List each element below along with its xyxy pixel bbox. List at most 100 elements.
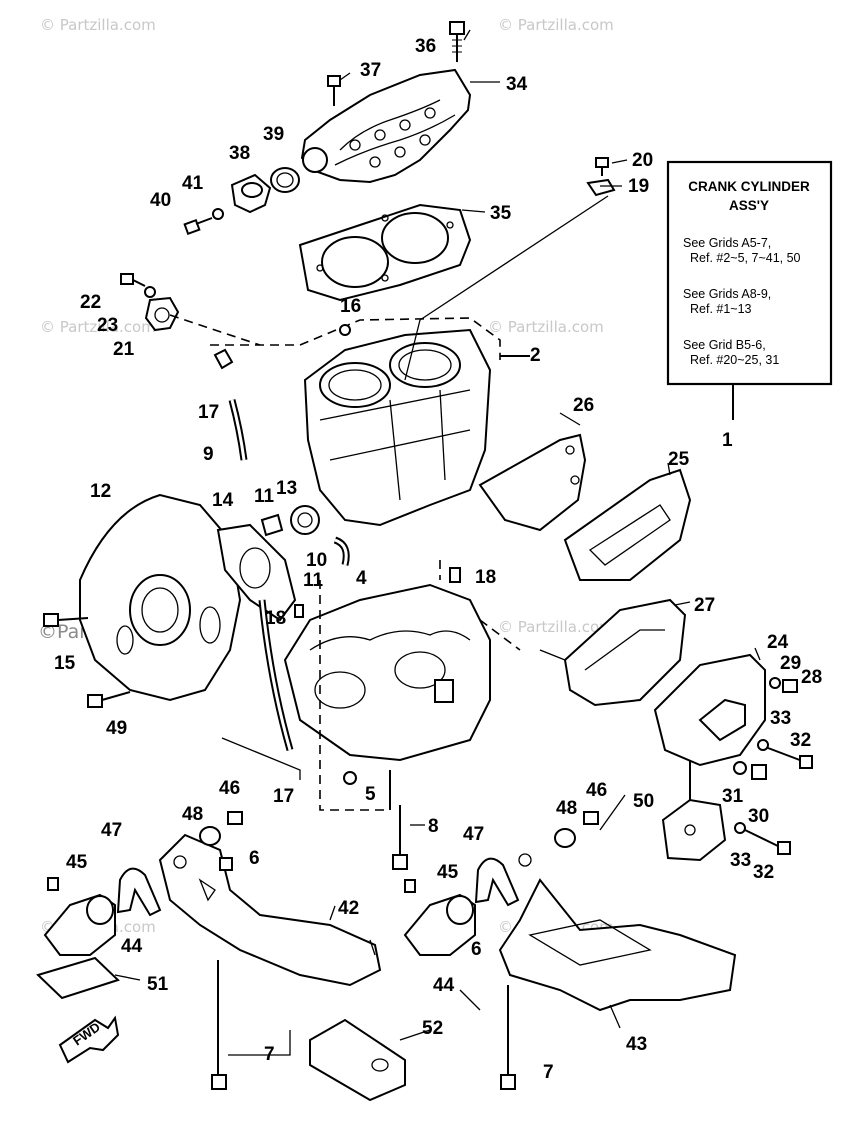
watermark: © Partzilla.com xyxy=(40,16,156,34)
engine-bed-43 xyxy=(498,853,737,1012)
callout-43: 43 xyxy=(626,1034,647,1055)
callout-44a: 44 xyxy=(121,936,143,957)
callout-19: 19 xyxy=(628,176,649,197)
bolt-32b xyxy=(744,829,791,855)
bolt-46b xyxy=(583,811,599,825)
info-box-title: ASS'Y xyxy=(729,198,769,213)
cylinder-block-2 xyxy=(303,328,492,527)
plug-16 xyxy=(339,324,351,336)
callout-37: 37 xyxy=(360,60,381,81)
damper-47a xyxy=(116,867,162,917)
washer-33b xyxy=(734,822,746,834)
callout-36: 36 xyxy=(415,36,436,57)
callout-1: 1 xyxy=(722,430,733,451)
callout-15: 15 xyxy=(54,653,76,674)
callout-49: 49 xyxy=(106,718,127,739)
damper-47b xyxy=(474,857,520,907)
bolt-36 xyxy=(449,21,465,62)
callout-11b: 11 xyxy=(303,570,324,591)
info-box-ref: See Grid B5-6, xyxy=(683,338,766,352)
fwd-arrow: FWD xyxy=(58,1015,120,1064)
callout-labels: 36 37 34 39 38 41 40 20 19 35 22 23 21 1… xyxy=(54,36,822,1083)
callout-47b: 47 xyxy=(463,824,484,845)
callout-14: 14 xyxy=(212,490,234,511)
callout-45b: 45 xyxy=(437,862,459,883)
bolt-20 xyxy=(595,157,609,176)
callout-13: 13 xyxy=(276,478,297,499)
washer-31 xyxy=(733,761,747,775)
thermostat-39 xyxy=(270,167,300,193)
callout-44b: 44 xyxy=(433,975,455,996)
watermark: © Partzilla.com xyxy=(40,318,156,336)
callout-48a: 48 xyxy=(182,804,203,825)
info-box-ref: Ref. #20~25, 31 xyxy=(690,353,779,367)
exhaust-cover-26 xyxy=(478,433,587,532)
oil-seal-13 xyxy=(290,505,320,535)
callout-52: 52 xyxy=(422,1018,443,1039)
callout-33a: 33 xyxy=(770,708,791,729)
gasket-14 xyxy=(216,523,297,622)
callout-35: 35 xyxy=(490,203,512,224)
callout-10: 10 xyxy=(306,550,327,571)
callout-2: 2 xyxy=(530,345,541,366)
info-box-ref: Ref. #1~13 xyxy=(690,302,752,316)
thermostat-cover-38 xyxy=(230,173,272,214)
bolt-46a xyxy=(227,811,243,825)
callout-4: 4 xyxy=(356,568,367,589)
crankcase-lower xyxy=(283,583,491,762)
bolt-7a xyxy=(211,960,227,1090)
callout-30: 30 xyxy=(748,806,769,827)
callout-23: 23 xyxy=(97,315,118,336)
collar-6a xyxy=(219,857,233,871)
callout-31: 31 xyxy=(722,786,744,807)
plug-18 xyxy=(449,567,461,583)
callout-28: 28 xyxy=(801,667,822,688)
bolt-49 xyxy=(87,691,131,708)
info-box-ref: See Grids A8-9, xyxy=(683,287,771,301)
exhaust-manifold-24 xyxy=(653,653,766,767)
callout-50: 50 xyxy=(633,791,654,812)
bolt-30 xyxy=(751,764,767,780)
watermark: © Partzilla.com xyxy=(498,16,614,34)
callout-41: 41 xyxy=(182,173,204,194)
callout-32a: 32 xyxy=(790,730,811,751)
callout-33b: 33 xyxy=(730,850,751,871)
callout-7b: 7 xyxy=(543,1062,554,1083)
clamp-11 xyxy=(260,513,284,537)
leader-lines xyxy=(114,29,761,1041)
head-gasket-35 xyxy=(298,203,472,302)
spacer-52 xyxy=(309,1018,406,1102)
head-cover-part xyxy=(300,68,472,184)
cover-21 xyxy=(144,296,180,332)
callout-8: 8 xyxy=(428,816,439,837)
bolt-45b xyxy=(404,879,416,893)
callout-46a: 46 xyxy=(219,778,240,799)
callout-34: 34 xyxy=(506,74,528,95)
callout-16: 16 xyxy=(340,296,361,317)
callout-6b: 6 xyxy=(471,939,482,960)
fitting-17 xyxy=(213,348,234,370)
info-box-title: CRANK CYLINDER xyxy=(688,179,810,194)
mount-44b xyxy=(403,893,476,956)
washer-29 xyxy=(769,677,781,689)
info-box: CRANK CYLINDER ASS'Y See Grids A5-7, Ref… xyxy=(666,160,833,386)
bolt-37 xyxy=(327,75,341,106)
callout-17a: 17 xyxy=(198,402,219,423)
callout-46b: 46 xyxy=(586,780,607,801)
engine-bed-42 xyxy=(158,833,382,987)
callout-32b: 32 xyxy=(753,862,774,883)
callout-24: 24 xyxy=(767,632,789,653)
callout-40: 40 xyxy=(150,190,171,211)
callout-18b: 18 xyxy=(265,608,286,629)
washer-48b xyxy=(554,828,576,848)
bolt-7b xyxy=(500,985,516,1090)
callout-20: 20 xyxy=(632,150,653,171)
callout-26: 26 xyxy=(573,395,594,416)
exhaust-plate-27 xyxy=(563,598,687,707)
callout-39: 39 xyxy=(263,124,284,145)
callout-38: 38 xyxy=(229,143,250,164)
callout-6a: 6 xyxy=(249,848,260,869)
callout-17b: 17 xyxy=(273,786,294,807)
callout-45a: 45 xyxy=(66,852,88,873)
callout-12: 12 xyxy=(90,481,111,502)
